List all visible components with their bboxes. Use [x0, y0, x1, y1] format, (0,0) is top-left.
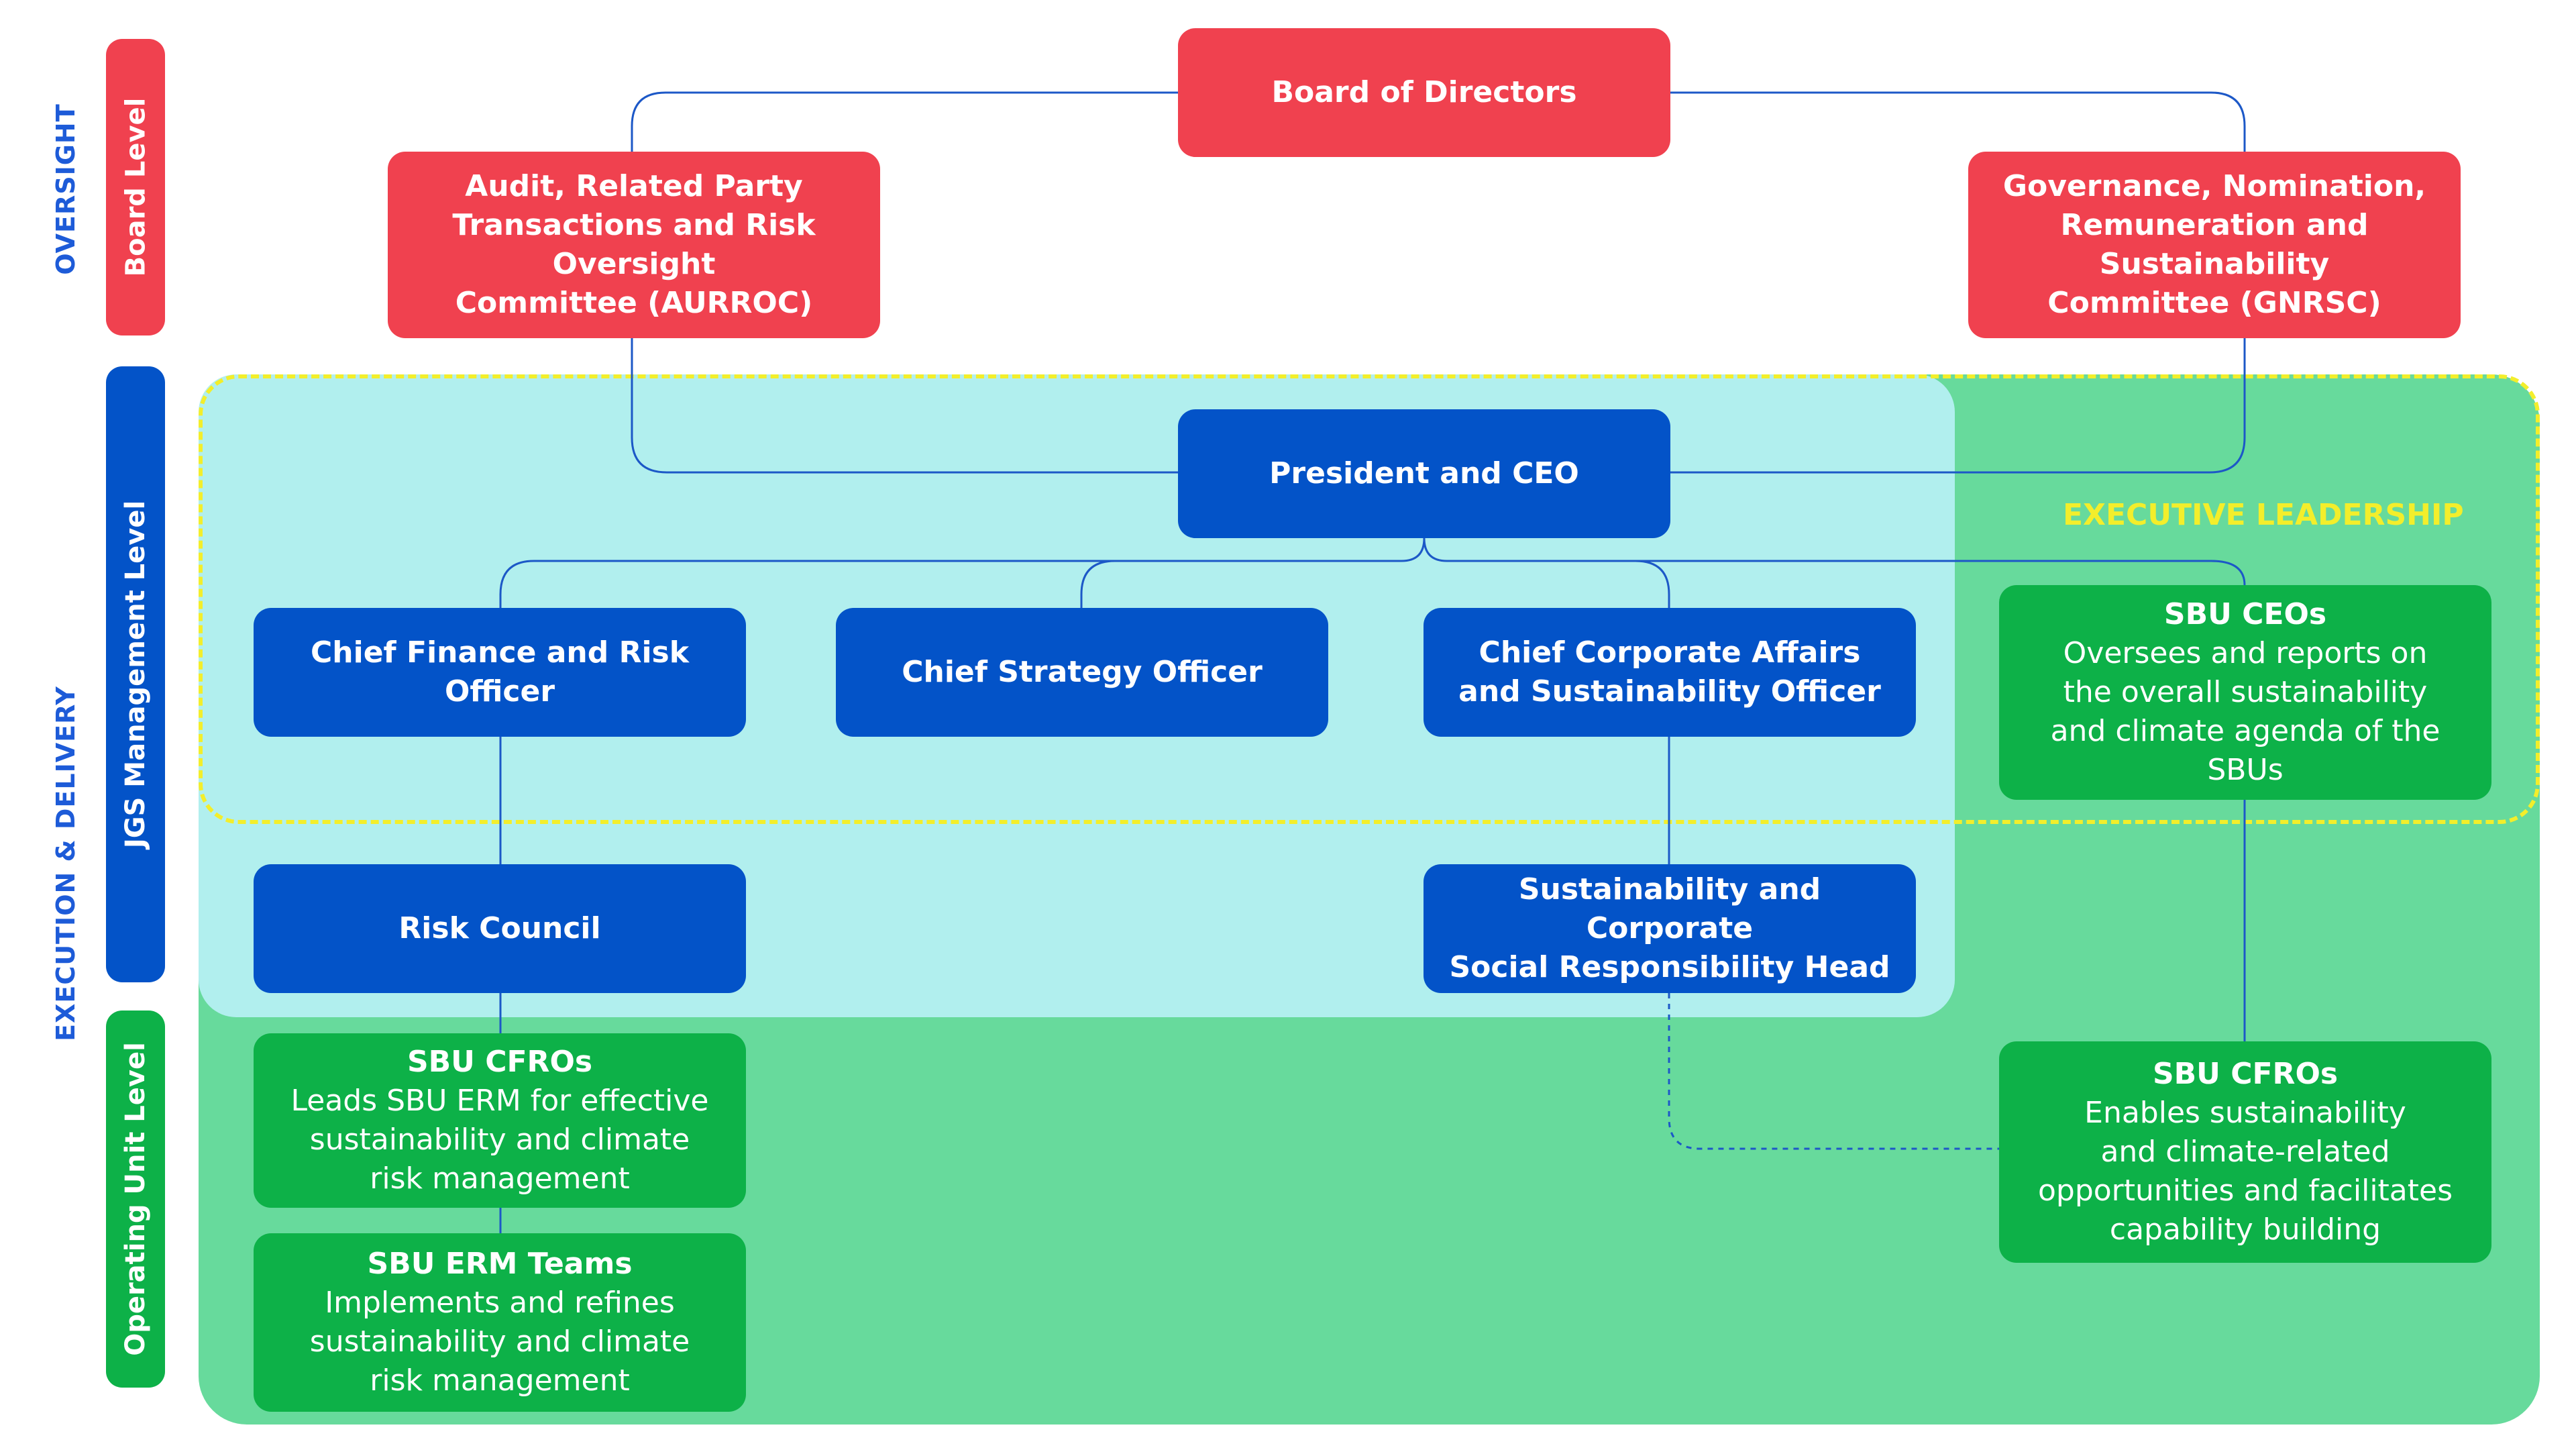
operating-level-label: Operating Unit Level	[120, 1042, 152, 1356]
node-title: Risk Council	[398, 911, 601, 945]
node-title: Sustainability and Corporate Social Resp…	[1449, 872, 1890, 984]
node-aurroc: Audit, Related Party Transactions and Ri…	[388, 152, 880, 338]
connector-aurroc-ceo	[631, 338, 1181, 474]
node-title: Board of Directors	[1271, 75, 1577, 109]
node-description: Enables sustainability and climate-relat…	[2037, 1096, 2453, 1247]
node-chief-finance-risk-officer: Chief Finance and Risk Officer	[254, 608, 746, 737]
node-title: Governance, Nomination, Remuneration and…	[2002, 169, 2426, 320]
node-title: Chief Corporate Affairs and Sustainabili…	[1458, 635, 1881, 709]
node-risk-council: Risk Council	[254, 864, 746, 993]
node-sustainability-csr-head: Sustainability and Corporate Social Resp…	[1424, 864, 1916, 993]
node-sbu-ceos: SBU CEOs Oversees and reports on the ove…	[1999, 585, 2491, 800]
connector-scsr-sbu-cfros-dashed	[1668, 993, 1999, 1150]
node-board-of-directors: Board of Directors	[1178, 28, 1670, 157]
node-description: Oversees and reports on the overall sust…	[2050, 636, 2440, 787]
execution-delivery-label: EXECUTION & DELIVERY	[51, 686, 80, 1041]
node-description: Implements and refines sustainability an…	[309, 1286, 690, 1398]
oversight-label: OVERSIGHT	[51, 103, 80, 275]
node-title: Chief Finance and Risk Officer	[311, 635, 689, 709]
node-sbu-erm-teams: SBU ERM Teams Implements and refines sus…	[254, 1233, 746, 1412]
node-president-ceo: President and CEO	[1178, 409, 1670, 538]
node-title: President and CEO	[1269, 456, 1579, 490]
executive-leadership-label: EXECUTIVE LEADERSHIP	[2063, 498, 2464, 532]
node-title: Audit, Related Party Transactions and Ri…	[452, 169, 816, 320]
connector-ceo-cso	[1080, 560, 1116, 608]
connector-board-gnrsc	[1668, 91, 2246, 152]
node-title: Chief Strategy Officer	[902, 655, 1263, 689]
executive-leadership-zone	[199, 374, 2540, 824]
operating-level-pill: Operating Unit Level	[106, 1011, 165, 1388]
connector-ceo-cfro	[499, 537, 1426, 608]
management-level-pill: JGS Management Level	[106, 366, 165, 982]
node-description: Leads SBU ERM for effective sustainabili…	[290, 1084, 709, 1196]
connector-ceo-sbu-ceos	[1635, 560, 2246, 586]
node-chief-corporate-affairs-sustainability-officer: Chief Corporate Affairs and Sustainabili…	[1424, 608, 1916, 737]
node-title: SBU ERM Teams	[367, 1247, 633, 1281]
node-title: SBU CFROs	[407, 1045, 593, 1079]
node-sbu-cfros-right: SBU CFROs Enables sustainability and cli…	[1999, 1041, 2491, 1263]
connector-gnrsc-ceo	[1668, 338, 2246, 474]
node-title: SBU CEOs	[2163, 597, 2327, 631]
connector-ceo-ccaso	[1423, 537, 1670, 608]
board-level-label: Board Level	[120, 97, 151, 277]
node-gnrsc: Governance, Nomination, Remuneration and…	[1968, 152, 2461, 338]
node-sbu-cfros-left: SBU CFROs Leads SBU ERM for effective su…	[254, 1033, 746, 1208]
management-level-label: JGS Management Level	[120, 500, 151, 849]
board-level-pill: Board Level	[106, 39, 165, 335]
node-title: SBU CFROs	[2152, 1057, 2339, 1091]
node-chief-strategy-officer: Chief Strategy Officer	[836, 608, 1328, 737]
connector-board-aurroc	[631, 91, 1181, 152]
